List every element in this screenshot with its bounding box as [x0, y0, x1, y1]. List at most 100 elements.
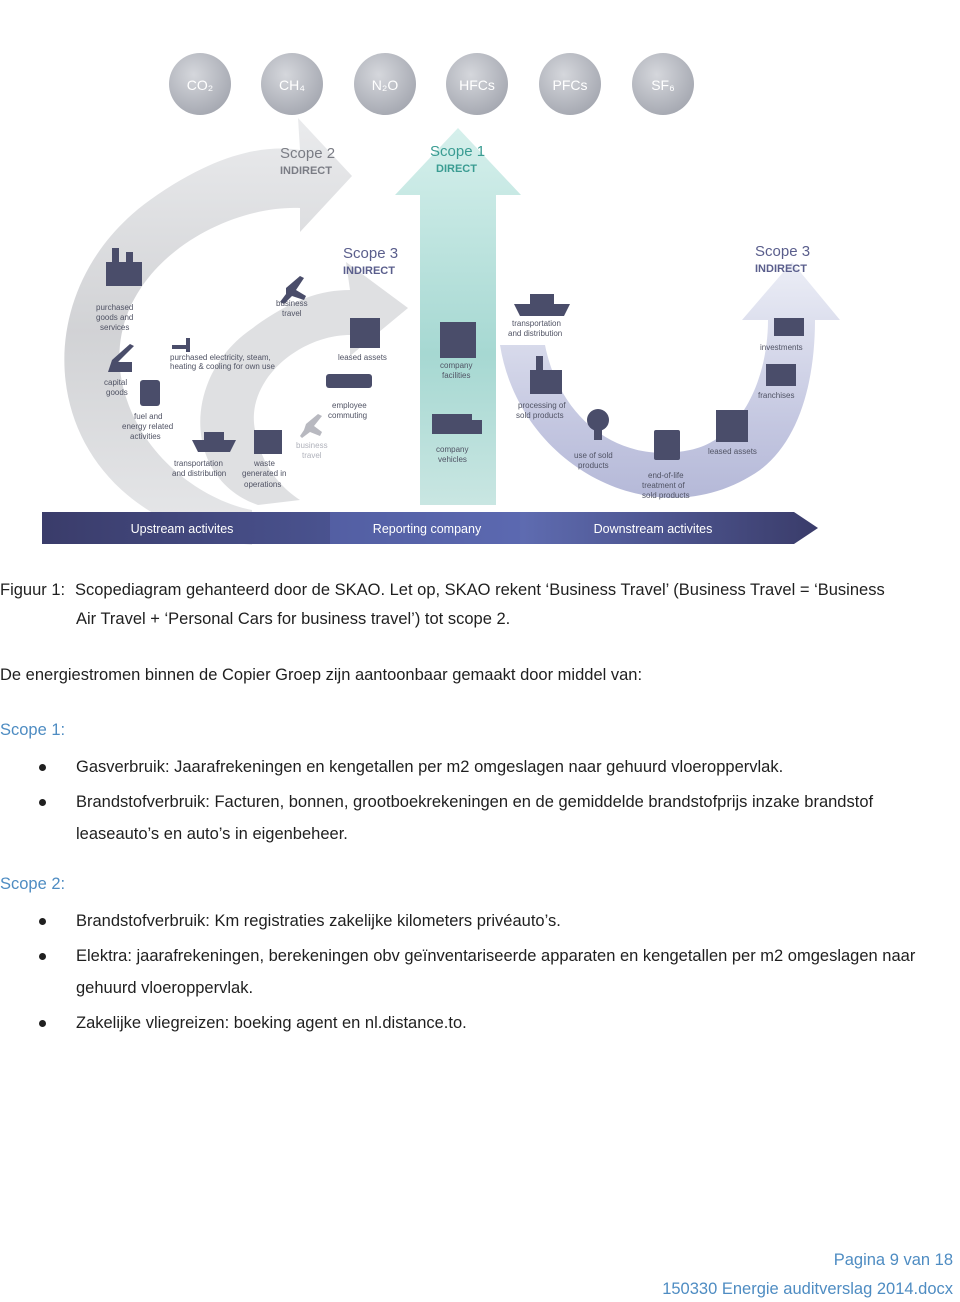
svg-text:and distribution: and distribution [508, 329, 562, 338]
ship-icon [192, 440, 236, 452]
label-capital-goods: capital [104, 378, 127, 387]
scope3-downstream-arrow [500, 262, 840, 498]
scope2-title: Scope 2 [280, 145, 335, 162]
crane-icon [108, 344, 134, 372]
ship-right-icon [514, 304, 570, 316]
list-item: Brandstofverbruik: Km registraties zakel… [0, 905, 930, 938]
label-leased-assets-left: leased assets [338, 353, 387, 362]
label-fuel-energy: fuel and [134, 412, 162, 421]
list-item-text: Elektra: jaarafrekeningen, berekeningen … [76, 946, 916, 998]
svg-text:activities: activities [130, 432, 161, 441]
figure-caption: Figuur 1: Scopediagram gehanteerd door d… [0, 576, 930, 634]
caption-number: Figuur 1: [0, 581, 66, 599]
waste-bin-icon [254, 430, 282, 454]
building-icon [350, 318, 380, 348]
label-franchises: franchises [758, 391, 794, 400]
label-use-of-sold: use of sold [574, 451, 613, 460]
band-reporting: Reporting company [373, 522, 482, 536]
scope1-list: Gasverbruik: Jaarafrekeningen en kengeta… [0, 751, 930, 853]
processing-factory-icon [530, 370, 562, 394]
scope2-heading: Scope 2: [0, 875, 66, 893]
franchise-shop-icon [766, 364, 796, 386]
label-processing: processing of [518, 401, 566, 410]
list-item-text: Brandstofverbruik: Facturen, bonnen, gro… [76, 792, 874, 844]
list-item: Zakelijke vliegreizen: boeking agent en … [0, 1007, 930, 1040]
gas-label: SF₆ [651, 77, 675, 93]
list-item-text: Gasverbruik: Jaarafrekeningen en kengeta… [76, 758, 784, 776]
scope3-left-sub: INDIRECT [343, 265, 395, 277]
svg-text:generated in: generated in [242, 469, 286, 478]
scope2-list: Brandstofverbruik: Km registraties zakel… [0, 905, 930, 1041]
list-item: Elektra: jaarafrekeningen, berekeningen … [0, 940, 930, 1005]
scope1-sub: DIRECT [436, 163, 477, 175]
svg-text:and distribution: and distribution [172, 469, 226, 478]
scope3-right-sub: INDIRECT [755, 263, 807, 275]
plug-icon [172, 338, 190, 352]
bullet-icon [39, 798, 46, 806]
bullet-icon [39, 764, 46, 771]
gas-label: PFCs [553, 77, 588, 93]
label-company-vehicles: company [436, 445, 468, 454]
svg-text:energy related: energy related [122, 422, 173, 431]
label-purchased-goods: purchased [96, 303, 133, 312]
list-item-text: Zakelijke vliegreizen: boeking agent en … [76, 1013, 467, 1032]
caption-line-2: Air Travel + ‘Personal Cars for business… [76, 610, 511, 628]
truck-icon [432, 414, 472, 434]
diagram-icons [106, 248, 804, 460]
bullet-icon [39, 952, 46, 960]
recycle-bin-icon [654, 430, 680, 460]
scope2-arrow [64, 118, 353, 545]
file-name: 150330 Energie auditverslag 2014.docx [662, 1280, 953, 1298]
investments-icon [774, 318, 804, 336]
bulb-icon [587, 409, 609, 431]
svg-text:services: services [100, 323, 129, 332]
gas-label: N₂O [372, 77, 399, 93]
company-building-icon [440, 322, 476, 358]
svg-text:treatment of: treatment of [642, 481, 685, 490]
caption-text: Scopediagram gehanteerd door de SKAO. Le… [75, 576, 930, 634]
svg-text:commuting: commuting [328, 411, 367, 420]
label-transport-left: transportation [174, 459, 223, 468]
band-downstream: Downstream activites [594, 522, 713, 536]
plane-faint-icon [300, 414, 322, 438]
gas-circles: CO₂ CH₄ N₂O HFCs PFCs SF₆ [169, 53, 694, 115]
gas-label: CO₂ [187, 77, 213, 93]
label-waste: waste [253, 459, 275, 468]
scope1-heading: Scope 1: [0, 721, 66, 739]
leased-building-icon [716, 410, 748, 442]
activity-band: Upstream activites Reporting company Dow… [42, 512, 818, 544]
bullet-icon [39, 1019, 46, 1027]
list-item: Gasverbruik: Jaarafrekeningen en kengeta… [0, 751, 930, 784]
list-item: Brandstofverbruik: Facturen, bonnen, gro… [0, 786, 930, 851]
svg-text:travel: travel [302, 451, 322, 460]
svg-text:travel: travel [282, 309, 302, 318]
intro-paragraph: De energiestromen binnen de Copier Groep… [0, 666, 643, 684]
label-transport-right: transportation [512, 319, 561, 328]
label-leased-assets-right: leased assets [708, 447, 757, 456]
svg-text:goods: goods [106, 388, 128, 397]
label-employee-commuting: employee [332, 401, 367, 410]
bullet-icon [39, 918, 46, 925]
scope1-title: Scope 1 [430, 143, 485, 160]
scope3-left-title: Scope 3 [343, 245, 398, 262]
scope3-right-title: Scope 3 [755, 243, 810, 260]
gas-label: CH₄ [279, 77, 305, 93]
caption-line-1: Scopediagram gehanteerd door de SKAO. Le… [75, 581, 885, 599]
scope-diagram: CO₂ CH₄ N₂O HFCs PFCs SF₆ Scope 2 INDIRE… [42, 53, 840, 545]
label-investments: investments [760, 343, 803, 352]
scope1-arrow [395, 128, 521, 505]
svg-text:vehicles: vehicles [438, 455, 467, 464]
svg-text:heating & cooling for own use: heating & cooling for own use [170, 362, 276, 371]
train-icon [326, 374, 372, 388]
svg-text:sold products: sold products [516, 411, 564, 420]
factory-icon [106, 262, 142, 286]
svg-text:products: products [578, 461, 609, 470]
diagram-labels: purchased goods and services business tr… [96, 299, 803, 500]
label-business-travel: business [276, 299, 308, 308]
plane-icon [280, 276, 306, 304]
label-company-facilities: company [440, 361, 472, 370]
band-upstream: Upstream activites [131, 522, 234, 536]
label-end-of-life: end-of-life [648, 471, 684, 480]
svg-text:operations: operations [244, 480, 281, 489]
gas-label: HFCs [459, 77, 495, 93]
